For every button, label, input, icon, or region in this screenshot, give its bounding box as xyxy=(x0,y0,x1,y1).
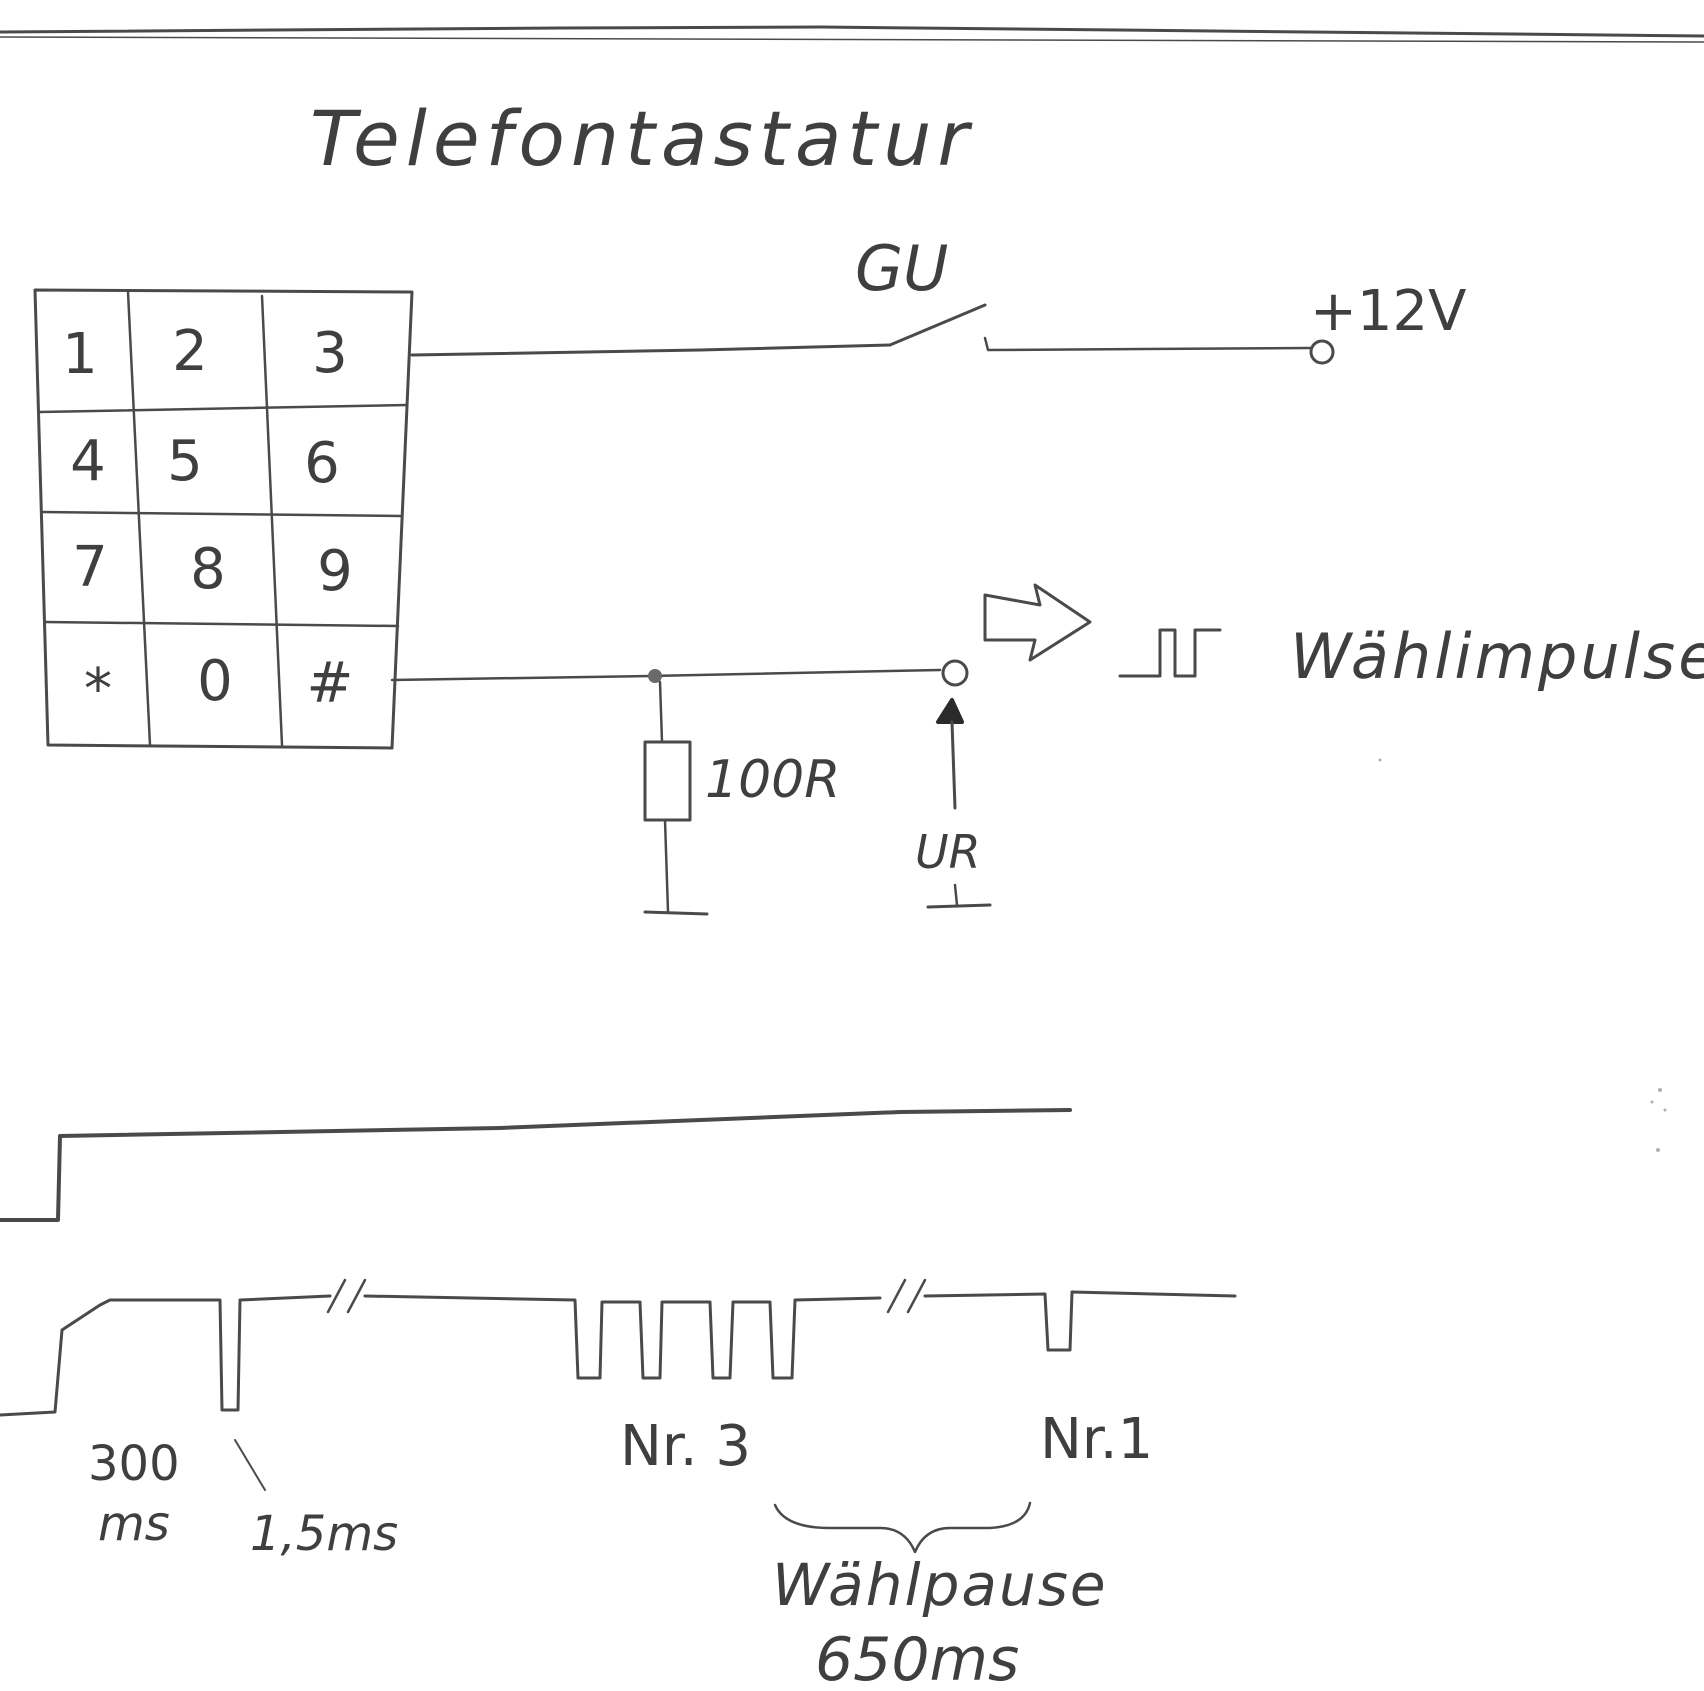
key-8: 8 xyxy=(190,537,226,602)
output-line xyxy=(390,659,969,687)
time-pulse-label: 1,5ms xyxy=(250,1506,398,1562)
key-5: 5 xyxy=(167,429,203,494)
keypad-grid xyxy=(33,288,414,750)
voltage-arrow xyxy=(926,698,992,909)
pause-brace xyxy=(773,1501,1032,1554)
key-1: 1 xyxy=(62,322,98,387)
time-300-unit: ms xyxy=(98,1496,170,1552)
digit-1-label: Nr.1 xyxy=(1040,1407,1153,1472)
pause-label: Wählpause xyxy=(772,1551,1108,1619)
key-hash: # xyxy=(307,651,354,716)
pulse-icon xyxy=(1118,628,1222,678)
supply-label: +12V xyxy=(1310,279,1467,344)
resistor-100r xyxy=(643,680,709,916)
output-label: Wählimpulse xyxy=(1290,620,1704,693)
pulse-trace xyxy=(0,1278,1237,1417)
key-0: 0 xyxy=(197,649,233,714)
output-arrow-icon xyxy=(983,583,1092,662)
node-dot xyxy=(648,669,662,683)
page-rule xyxy=(0,25,1704,43)
digit-3-label: Nr. 3 xyxy=(620,1414,751,1479)
key-7: 7 xyxy=(72,535,108,600)
key-3: 3 xyxy=(312,321,348,386)
switch-label: GU xyxy=(855,232,948,305)
resistor-label: 100R xyxy=(705,750,840,810)
key-2: 2 xyxy=(172,319,208,384)
supply-line xyxy=(410,303,1335,365)
keypad-keys: 1 2 3 4 5 6 7 8 9 * 0 # xyxy=(62,319,353,722)
time-300-label: 300 xyxy=(88,1436,180,1492)
paper-specks xyxy=(1378,758,1667,1152)
pulse-leader xyxy=(234,1439,266,1491)
key-4: 4 xyxy=(70,429,106,494)
key-star: * xyxy=(84,657,112,722)
diagram-title: Telefontastatur xyxy=(310,94,975,183)
pause-time-label: 650ms xyxy=(815,1625,1019,1691)
hook-trace xyxy=(0,1108,1072,1222)
key-6: 6 xyxy=(304,431,340,496)
key-9: 9 xyxy=(317,539,353,604)
voltage-label: UR xyxy=(915,825,981,879)
